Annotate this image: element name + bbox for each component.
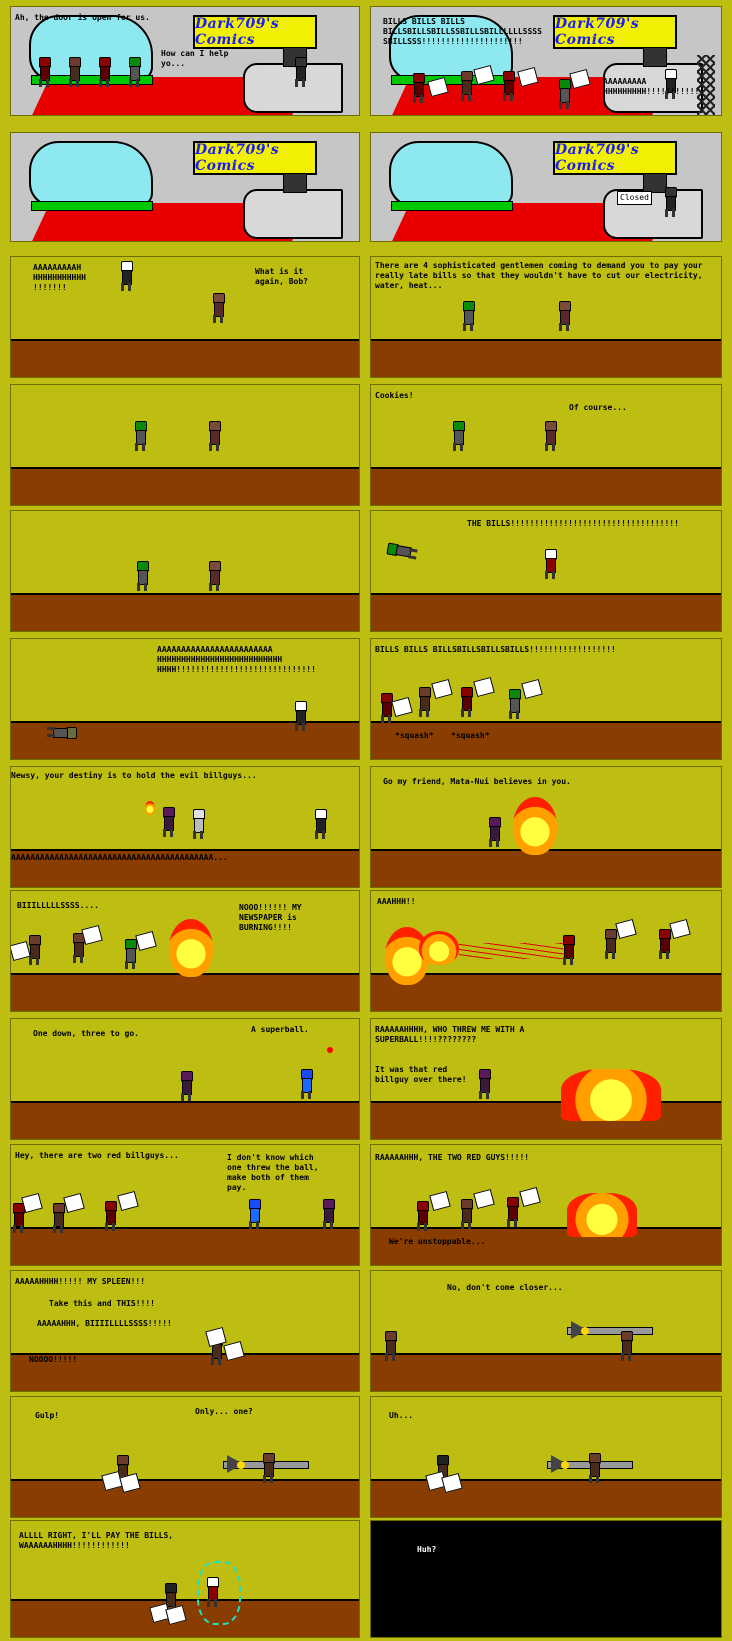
- caption: Of course...: [569, 403, 627, 412]
- shopkeeper: [293, 57, 307, 87]
- panel-26: Huh?: [370, 1520, 722, 1638]
- panel-23: Gulp! Only... one?: [10, 1396, 360, 1518]
- caption: Ah, the door is open for us.: [15, 13, 150, 22]
- caption: BIIILLLLLSSSS....: [17, 901, 99, 910]
- caption: I don't know which one threw the ball, m…: [227, 1153, 319, 1192]
- panel-22: No, don't come closer...: [370, 1270, 722, 1392]
- caption: Gulp!: [35, 1411, 60, 1420]
- caption: AAAAAAAAAH HHHHHHHHHHH !!!!!!!: [33, 263, 86, 292]
- panel-10: THE BILLS!!!!!!!!!!!!!!!!!!!!!!!!!!!!!!!…: [370, 510, 722, 632]
- caption: RAAAAAHHHH, WHO THREW ME WITH A SUPERBAL…: [375, 1025, 525, 1044]
- panel-13: Newsy, your destiny is to hold the evil …: [10, 766, 360, 888]
- sign-text: Dark709's Comics: [195, 16, 280, 48]
- caption: Only... one?: [195, 1407, 253, 1416]
- panel-5: AAAAAAAAAH HHHHHHHHHHH !!!!!!! What is i…: [10, 256, 360, 378]
- caption: Take this and THIS!!!!: [49, 1299, 155, 1308]
- caption: THE BILLS!!!!!!!!!!!!!!!!!!!!!!!!!!!!!!!…: [467, 519, 679, 528]
- billguy-red: [501, 71, 515, 101]
- caption: It was that red billguy over there!: [375, 1065, 467, 1084]
- panel-17: One down, three to go. A superball.: [10, 1018, 360, 1140]
- sign-text: Dark709's Comics: [555, 16, 640, 48]
- panel-1: Dark709's Comics Ah, the door is open fo…: [10, 6, 360, 116]
- shop-counter: [243, 63, 343, 113]
- caption: Hey, there are two red billguys...: [15, 1151, 179, 1160]
- panel-3: Dark709's Comics: [10, 132, 360, 242]
- shop-sign: Dark709's Comics: [193, 15, 317, 49]
- panel-20: RAAAAAHHH, THE TWO RED GUYS!!!!! We're u…: [370, 1144, 722, 1266]
- panel-25: ALLLL RIGHT, I'LL PAY THE BILLS, WAAAAAA…: [10, 1520, 360, 1638]
- billguy-brown: [67, 57, 81, 87]
- panel-16: AAAHHH!!: [370, 890, 722, 1012]
- character: [211, 293, 225, 323]
- caption: Huh?: [417, 1545, 437, 1554]
- panel-9: [10, 510, 360, 632]
- panel-18: RAAAAAHHHH, WHO THREW ME WITH A SUPERBAL…: [370, 1018, 722, 1140]
- caption: How can I help yo...: [161, 49, 229, 68]
- panel-7: [10, 384, 360, 506]
- caption: AAAAAAAAAAAAAAAAAAAAAAAAAAAAAAAAAAAAAAAA…: [11, 853, 228, 862]
- billguy-red: [37, 57, 51, 87]
- caption: BILLS BILLS BILLS BILLSBILLSBILLSSBILLSB…: [383, 17, 542, 46]
- caption: BILLS BILLS BILLSBILLSBILLSBILLS!!!!!!!!…: [375, 645, 616, 654]
- panel-2: Dark709's Comics BILLS BILLS BILLS BILLS…: [370, 6, 722, 116]
- caption: AAAHHH!!: [377, 897, 416, 906]
- caption: AAAAAAAAA HHHHHHHHH!!!!!!!!!!!: [603, 77, 700, 96]
- panel-8: Cookies! Of course...: [370, 384, 722, 506]
- caption: No, don't come closer...: [447, 1283, 563, 1292]
- burning-newsy: [169, 919, 213, 977]
- billguy-green: [557, 79, 571, 109]
- panel-19: Hey, there are two red billguys... I don…: [10, 1144, 360, 1266]
- panel-14: Go my friend, Mata-Nui believes in you.: [370, 766, 722, 888]
- character: [557, 301, 571, 331]
- caption: NOOO!!!!!! MY NEWSPAPER is BURNING!!!!: [239, 903, 302, 932]
- shopkeeper: [663, 69, 677, 99]
- caption: AAAAAAAAAAAAAAAAAAAAAAAA HHHHHHHHHHHHHHH…: [157, 645, 316, 674]
- billguy-brown: [459, 71, 473, 101]
- superball: [327, 1047, 333, 1053]
- sign-text: Dark709's Comics: [195, 142, 280, 174]
- fire: [561, 1069, 661, 1121]
- closed-sign: Closed: [617, 191, 652, 205]
- billguy-green: [127, 57, 141, 87]
- caption: There are 4 sophisticated gentlemen comi…: [375, 261, 703, 290]
- hovercraft: [567, 1321, 653, 1339]
- bob: [119, 261, 133, 291]
- caption: Cookies!: [375, 391, 414, 400]
- panel-12: BILLS BILLS BILLSBILLSBILLSBILLS!!!!!!!!…: [370, 638, 722, 760]
- caption: AAAAAHHH, BIIIILLLLSSSS!!!!!: [37, 1319, 172, 1328]
- sign-text: Dark709's Comics: [555, 142, 640, 174]
- caption: We're unstoppable...: [389, 1237, 486, 1246]
- caption: Go my friend, Mata-Nui believes in you.: [383, 777, 571, 786]
- billguy-red: [411, 73, 425, 103]
- billguy-red: [97, 57, 111, 87]
- caption: RAAAAAHHH, THE TWO RED GUYS!!!!!: [375, 1153, 530, 1162]
- burning-newsy: [513, 797, 557, 855]
- character: [461, 301, 475, 331]
- panel-21: AAAAAHHHH!!!!! MY SPLEEN!!! Take this an…: [10, 1270, 360, 1392]
- caption: What is it again, Bob?: [255, 267, 308, 286]
- caption: One down, three to go.: [33, 1029, 139, 1038]
- panel-6: There are 4 sophisticated gentlemen comi…: [370, 256, 722, 378]
- panel-15: BIIILLLLLSSSS.... NOOO!!!!!! MY NEWSPAPE…: [10, 890, 360, 1012]
- caption: A superball.: [251, 1025, 309, 1034]
- panel-4: Dark709's Comics Closed: [370, 132, 722, 242]
- caption: Newsy, your destiny is to hold the evil …: [11, 771, 257, 780]
- caption: *squash*: [451, 731, 490, 740]
- caption: AAAAAHHHH!!!!! MY SPLEEN!!!: [15, 1277, 146, 1286]
- shopkeeper: [663, 187, 677, 217]
- panel-11: AAAAAAAAAAAAAAAAAAAAAAAA HHHHHHHHHHHHHHH…: [10, 638, 360, 760]
- panel-24: Uh...: [370, 1396, 722, 1518]
- caption: NOOOO!!!!!: [29, 1355, 78, 1364]
- caption: Uh...: [389, 1411, 414, 1420]
- caption: ALLLL RIGHT, I'LL PAY THE BILLS, WAAAAAA…: [19, 1531, 174, 1550]
- caption: *squash*: [395, 731, 434, 740]
